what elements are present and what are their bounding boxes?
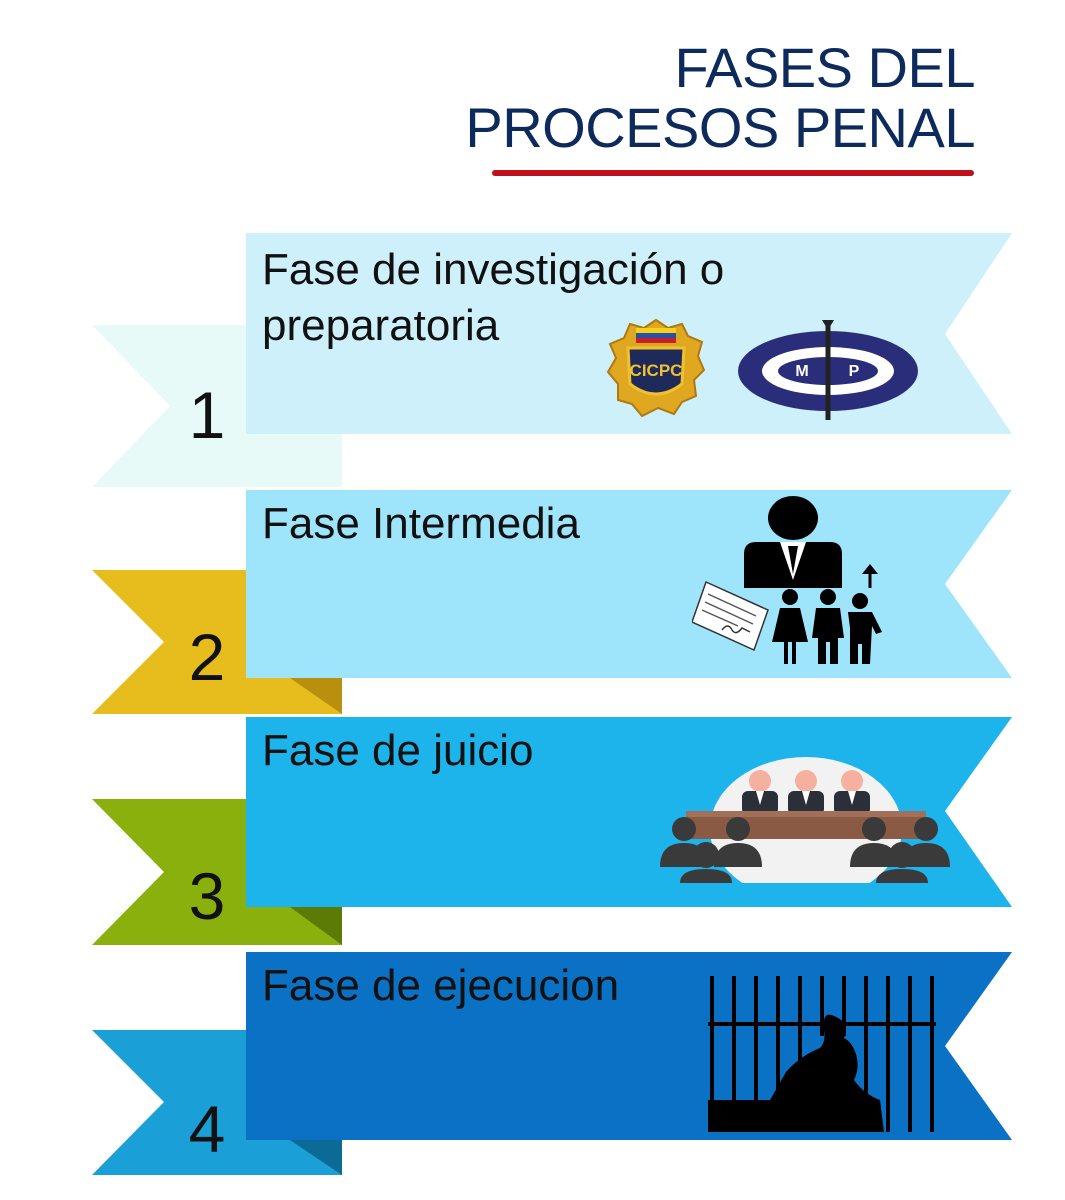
phase-1-label-line-1: Fase de investigación o bbox=[262, 245, 725, 294]
audience-icon bbox=[660, 817, 950, 883]
phase-3-number: 3 bbox=[188, 859, 226, 933]
courtroom-judges-icon bbox=[660, 757, 950, 883]
mp-letter-m: M bbox=[795, 363, 808, 380]
phase-2-label: Fase Intermedia bbox=[262, 499, 580, 548]
phase-4-label: Fase de ejecucion bbox=[262, 961, 620, 1010]
phase-3-label: Fase de juicio bbox=[262, 726, 534, 775]
businessman-icon bbox=[744, 496, 842, 588]
mp-letter-p: P bbox=[849, 363, 860, 380]
phase-3: 3 Fase de juicio bbox=[0, 715, 1065, 947]
arrow-up-icon bbox=[862, 564, 878, 588]
phase-4: 4 Fase de ejecucion bbox=[0, 950, 1065, 1180]
phase-1: 1 Fase de investigación o preparatoria C… bbox=[0, 230, 1065, 490]
page-title: FASES DEL PROCESOS PENAL bbox=[465, 38, 975, 158]
ministerio-publico-logo-icon: M P bbox=[738, 320, 918, 420]
cicpc-logo-text: CICPC bbox=[630, 361, 683, 380]
title-line-1: FASES DEL bbox=[674, 36, 975, 99]
cicpc-badge-icon: CICPC bbox=[606, 318, 706, 418]
phase-1-label-line-2: preparatoria bbox=[262, 301, 500, 350]
phase-1-label: Fase de investigación o preparatoria bbox=[262, 242, 724, 354]
prisoner-behind-bars-icon bbox=[708, 976, 936, 1132]
phase-4-number: 4 bbox=[188, 1092, 226, 1166]
title-underline bbox=[492, 170, 974, 176]
family-icon bbox=[772, 589, 882, 664]
phase-2-number: 2 bbox=[188, 620, 226, 694]
document-signature-icon bbox=[692, 580, 769, 652]
title-line-2: PROCESOS PENAL bbox=[465, 96, 975, 159]
phase-1-number: 1 bbox=[188, 378, 226, 452]
phase-2: 2 Fase Intermedia bbox=[0, 488, 1065, 718]
